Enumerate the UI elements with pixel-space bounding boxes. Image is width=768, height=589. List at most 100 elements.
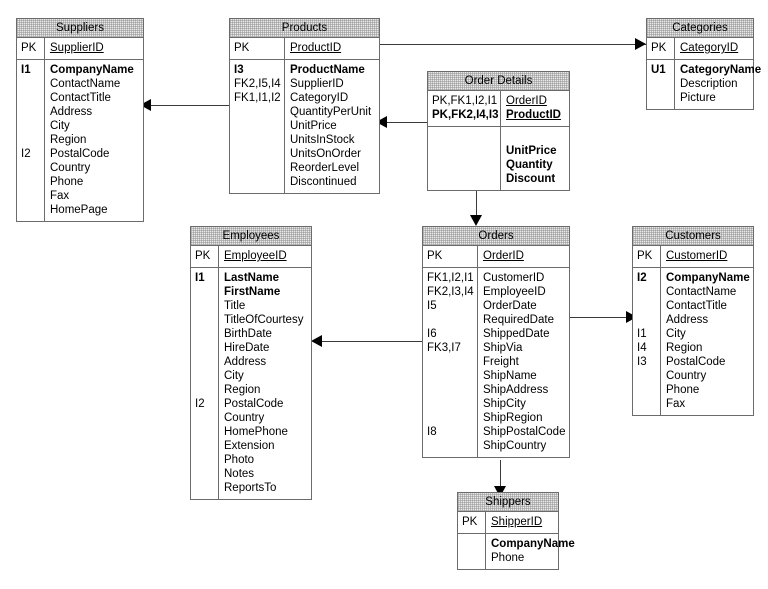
attr-label: ContactName [666,286,737,298]
attr-label: UnitsOnOrder [290,148,361,160]
attr-label: Quantity [506,159,553,171]
attr-keys-categories: U1 . . [647,60,675,109]
key-label: . [195,411,215,425]
attr-label: LastName [224,272,279,284]
attr-label: Phone [491,552,525,564]
attr-label: HireDate [224,342,270,354]
key-label: . [21,189,41,203]
attr-label: CompanyName [666,272,750,284]
attr-label: Region [50,134,87,146]
connector-orderdetails-products [381,122,427,123]
entity-order-details[interactable]: Order Details PK,FK1,I2,I1 PK,FK2,I4,I3 … [427,71,570,191]
key-label: . [234,147,281,161]
pk-section-orders: PK OrderID [423,246,569,268]
entity-title-products: Products [230,19,379,38]
attr-label: BirthDate [224,328,272,340]
entity-products[interactable]: Products PK ProductID I3 FK2,I5,I4 FK1,I… [229,18,380,194]
attr-label: CustomerID [666,250,728,262]
connector-orders-customers [570,317,632,318]
attr-label: ShippedDate [483,328,550,340]
pk-section-employees: PK EmployeeID [191,246,311,268]
attr-label: FirstName [224,286,281,298]
entity-title-order-details: Order Details [428,72,569,91]
key-label: . [637,369,657,383]
attr-label: UnitPrice [290,120,337,132]
attr-label: ShipRegion [483,412,543,424]
attr-label: HomePage [50,204,108,216]
key-label: . [195,425,215,439]
key-label: . [21,133,41,147]
key-label: . [427,411,474,425]
pk-attrs-customers: CustomerID [661,246,753,267]
entity-employees[interactable]: Employees PK EmployeeID I1 . . . . . . .… [190,226,312,500]
key-label: FK2,I3,I4 [427,286,474,298]
arrowhead-suppliers [140,99,151,111]
attr-names-products: ProductName SupplierID CategoryID Quanti… [285,60,379,193]
attr-names-order-details: . UnitPrice Quantity Discount [501,127,569,190]
attr-names-customers: CompanyName ContactName ContactTitle Add… [661,268,754,415]
key-label: FK1,I1,I2 [234,92,281,104]
key-label: . [651,91,671,105]
key-label: . [432,172,497,186]
attr-label: Freight [483,356,519,368]
pk-section-customers: PK CustomerID [633,246,753,268]
key-label: . [427,313,474,327]
attr-label: CompanyName [50,64,134,76]
attr-label: Country [666,370,707,382]
key-label: I3 [234,64,244,76]
attr-label: EmployeeID [224,250,287,262]
key-label: . [195,369,215,383]
entity-title-categories: Categories [647,19,753,38]
key-label: I1 [637,328,647,340]
pk-keys-shippers: PK [458,512,486,533]
entity-shippers[interactable]: Shippers PK ShipperID . . CompanyName Ph… [457,492,575,570]
attr-label: ProductName [290,64,365,76]
attr-keys-employees: I1 . . . . . . . . I2 . . . . . . [191,268,219,499]
key-label: . [637,299,657,313]
attr-label: PostalCode [224,398,284,410]
key-label: . [21,203,41,217]
entity-orders[interactable]: Orders PK OrderID FK1,I2,I1 FK2,I3,I4 I5… [422,226,570,458]
key-label: . [234,175,281,189]
attr-label: ShipAddress [483,384,549,396]
attr-label: PostalCode [666,356,726,368]
attr-label: EmployeeID [483,286,546,298]
attr-label: Country [50,162,91,174]
attr-keys-orders: FK1,I2,I1 FK2,I3,I4 I5 . I6 FK3,I7 . . .… [423,268,478,457]
entity-title-suppliers: Suppliers [17,19,143,38]
pk-attrs-shippers: ShipperID [486,512,558,533]
pk-attrs-suppliers: SupplierID [45,38,143,59]
entity-customers[interactable]: Customers PK CustomerID I2 . . . I1 I4 I… [632,226,754,416]
attr-label: ShipPostalCode [483,426,566,438]
key-label: PK,FK1,I2,I1 [432,95,498,107]
attr-names-orders: CustomerID EmployeeID OrderDate Required… [478,268,569,457]
key-label: . [195,439,215,453]
attr-names-shippers: CompanyName Phone [486,534,579,569]
attr-label: ReportsTo [224,482,277,494]
entity-title-customers: Customers [633,227,753,246]
attr-label: CategoryID [290,92,349,104]
key-label: . [427,355,474,369]
arrowhead-customers [626,311,637,323]
attr-label: Description [680,78,738,90]
key-label: . [21,77,41,91]
pk-section-categories: PK CategoryID [647,38,753,60]
entity-categories[interactable]: Categories PK CategoryID U1 . . Category… [646,18,761,110]
pk-section-products: PK ProductID [230,38,379,60]
attr-label: City [224,370,244,382]
key-label: FK2,I5,I4 [234,78,281,90]
attr-label: Country [224,412,265,424]
entity-suppliers[interactable]: Suppliers PK SupplierID I1 . . . . . I2 … [16,18,144,222]
attr-label: ProductID [506,109,561,121]
pk-section-suppliers: PK SupplierID [17,38,143,60]
key-label: . [234,119,281,133]
attr-label: UnitsInStock [290,134,355,146]
attr-section-order-details: . . . . . UnitPrice Quantity Discount [428,127,569,190]
attr-label: ShipName [483,370,537,382]
key-label: . [234,133,281,147]
attr-label: Phone [666,384,700,396]
key-label: . [462,537,482,551]
key-label: . [637,383,657,397]
attr-label: ShipCountry [483,440,547,452]
